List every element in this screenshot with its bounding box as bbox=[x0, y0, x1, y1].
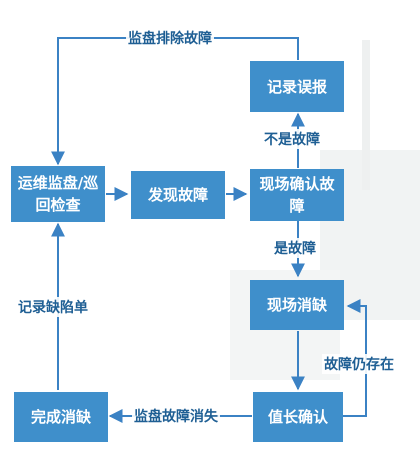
node-false-report-label: 记录误报 bbox=[267, 76, 327, 98]
label-not-fault: 不是故障 bbox=[262, 129, 322, 149]
node-complete-fix-label: 完成消缺 bbox=[31, 406, 91, 428]
node-inspection: 运维监盘/巡回检查 bbox=[11, 166, 105, 222]
node-onsite-confirm-label: 现场确认故障 bbox=[256, 173, 338, 217]
node-complete-fix: 完成消缺 bbox=[14, 392, 108, 442]
node-shift-confirm-label: 值长确认 bbox=[268, 406, 328, 428]
node-false-report: 记录误报 bbox=[250, 61, 344, 112]
node-onsite-fix-label: 现场消缺 bbox=[267, 294, 327, 316]
node-onsite-fix: 现场消缺 bbox=[250, 280, 344, 330]
label-fault-gone: 监盘故障消失 bbox=[132, 406, 220, 426]
node-discover-fault-label: 发现故障 bbox=[148, 184, 208, 206]
node-shift-confirm: 值长确认 bbox=[253, 392, 343, 442]
label-monitor-clear: 监盘排除故障 bbox=[126, 28, 214, 48]
label-record-fix-list: 记录缺陷单 bbox=[16, 297, 90, 317]
node-discover-fault: 发现故障 bbox=[131, 171, 225, 219]
label-fault-persists: 故障仍存在 bbox=[322, 354, 396, 374]
node-inspection-label: 运维监盘/巡回检查 bbox=[17, 172, 99, 216]
label-is-fault: 是故障 bbox=[272, 238, 318, 258]
node-onsite-confirm: 现场确认故障 bbox=[250, 169, 344, 221]
